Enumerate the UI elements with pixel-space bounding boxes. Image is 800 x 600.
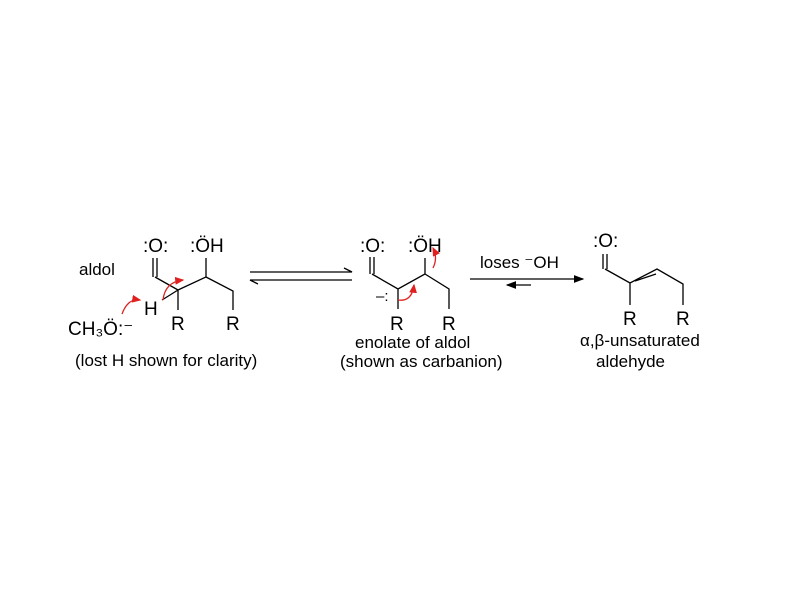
carbonyl-oxygen: :O:	[143, 236, 168, 257]
lost-h-note: (lost H shown for clarity)	[75, 351, 257, 370]
hydroxyl-group: :ÖH	[408, 236, 442, 257]
carbanion-charge: –:	[376, 288, 389, 305]
hydrogen-atom: H	[144, 299, 158, 320]
enolate-molecule: :O: :ÖH –: R R enolate of aldol (shown a…	[340, 236, 503, 371]
product-label-2: aldehyde	[596, 352, 665, 371]
loses-oh-label: loses ⁻OH	[480, 253, 559, 272]
r-group: R	[676, 309, 690, 330]
equilibrium-arrows	[249, 267, 353, 285]
enolate-label: enolate of aldol	[355, 333, 470, 352]
product-label: α,β-unsaturated	[580, 331, 700, 350]
r-group: R	[171, 314, 185, 335]
reaction-arrows: loses ⁻OH	[470, 253, 585, 289]
aldol-label: aldol	[79, 260, 115, 279]
r-group: R	[442, 314, 456, 335]
enolate-bonds	[369, 257, 450, 309]
enolate-note: (shown as carbanion)	[340, 352, 503, 371]
methoxide: CH₃Ö:⁻	[68, 319, 133, 340]
r-group: R	[623, 309, 637, 330]
carbonyl-oxygen: :O:	[593, 231, 618, 252]
curved-arrow-icon	[397, 283, 417, 301]
forward-half-arrow	[250, 267, 353, 273]
curved-arrow-icon	[432, 246, 440, 269]
product-molecule: :O: R R α,β-unsaturated aldehyde	[580, 231, 700, 371]
r-group: R	[390, 314, 404, 335]
aldol-bonds	[152, 258, 234, 310]
carbonyl-oxygen: :O:	[360, 236, 385, 257]
reverse-half-arrow	[249, 279, 352, 285]
curved-arrow-icon	[162, 276, 185, 301]
curved-arrow-icon	[121, 294, 142, 315]
product-bonds	[602, 254, 684, 305]
r-group: R	[226, 314, 240, 335]
aldol-molecule: aldol :O: :ÖH H R R CH₃Ö:⁻ (lost H shown…	[68, 236, 257, 370]
hydroxyl-group: :ÖH	[190, 236, 224, 257]
